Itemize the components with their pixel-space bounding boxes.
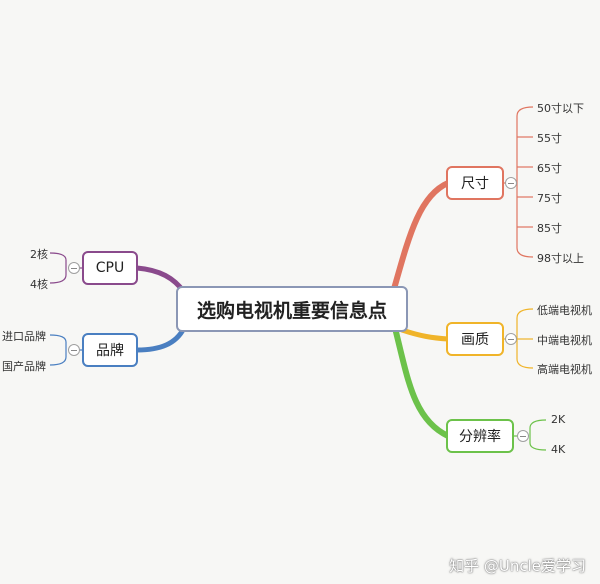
branch-cpu[interactable]: CPU (82, 251, 138, 285)
leaf-quality-1[interactable]: 低端电视机 (537, 304, 592, 317)
leaf-cpu-2[interactable]: 4核 (30, 278, 48, 291)
watermark: 知乎 @Uncle爱学习 (449, 557, 586, 575)
leaf-resolution-1[interactable]: 2K (551, 413, 566, 426)
branch-brand[interactable]: 品牌 (82, 333, 138, 367)
branch-resolution[interactable]: 分辨率 (446, 419, 514, 453)
collapse-toggle-cpu[interactable] (68, 262, 80, 274)
leaf-size-2[interactable]: 55寸 (537, 132, 562, 145)
collapse-toggle-size[interactable] (505, 177, 517, 189)
collapse-toggle-quality[interactable] (505, 333, 517, 345)
leaf-brand-1[interactable]: 进口品牌 (2, 330, 46, 343)
branch-size[interactable]: 尺寸 (446, 166, 504, 200)
connector-quality (399, 327, 451, 342)
leaf-size-4[interactable]: 75寸 (537, 192, 562, 205)
central-topic[interactable]: 选购电视机重要信息点 (176, 286, 408, 332)
leaf-size-5[interactable]: 85寸 (537, 222, 562, 235)
leaf-resolution-2[interactable]: 4K (551, 443, 566, 456)
branch-quality[interactable]: 画质 (446, 322, 504, 356)
leaf-cpu-1[interactable]: 2核 (30, 248, 48, 261)
leaf-size-3[interactable]: 65寸 (537, 162, 562, 175)
connector-resolution (393, 329, 451, 439)
leaf-size-6[interactable]: 98寸以上 (537, 252, 584, 265)
leaf-size-1[interactable]: 50寸以下 (537, 102, 584, 115)
leaf-quality-2[interactable]: 中端电视机 (537, 334, 592, 347)
collapse-toggle-resolution[interactable] (517, 430, 529, 442)
collapse-toggle-brand[interactable] (68, 344, 80, 356)
connector-brand (134, 325, 187, 353)
leaf-brand-2[interactable]: 国产品牌 (2, 360, 46, 373)
connector-size (389, 180, 451, 299)
leaf-quality-3[interactable]: 高端电视机 (537, 363, 592, 376)
